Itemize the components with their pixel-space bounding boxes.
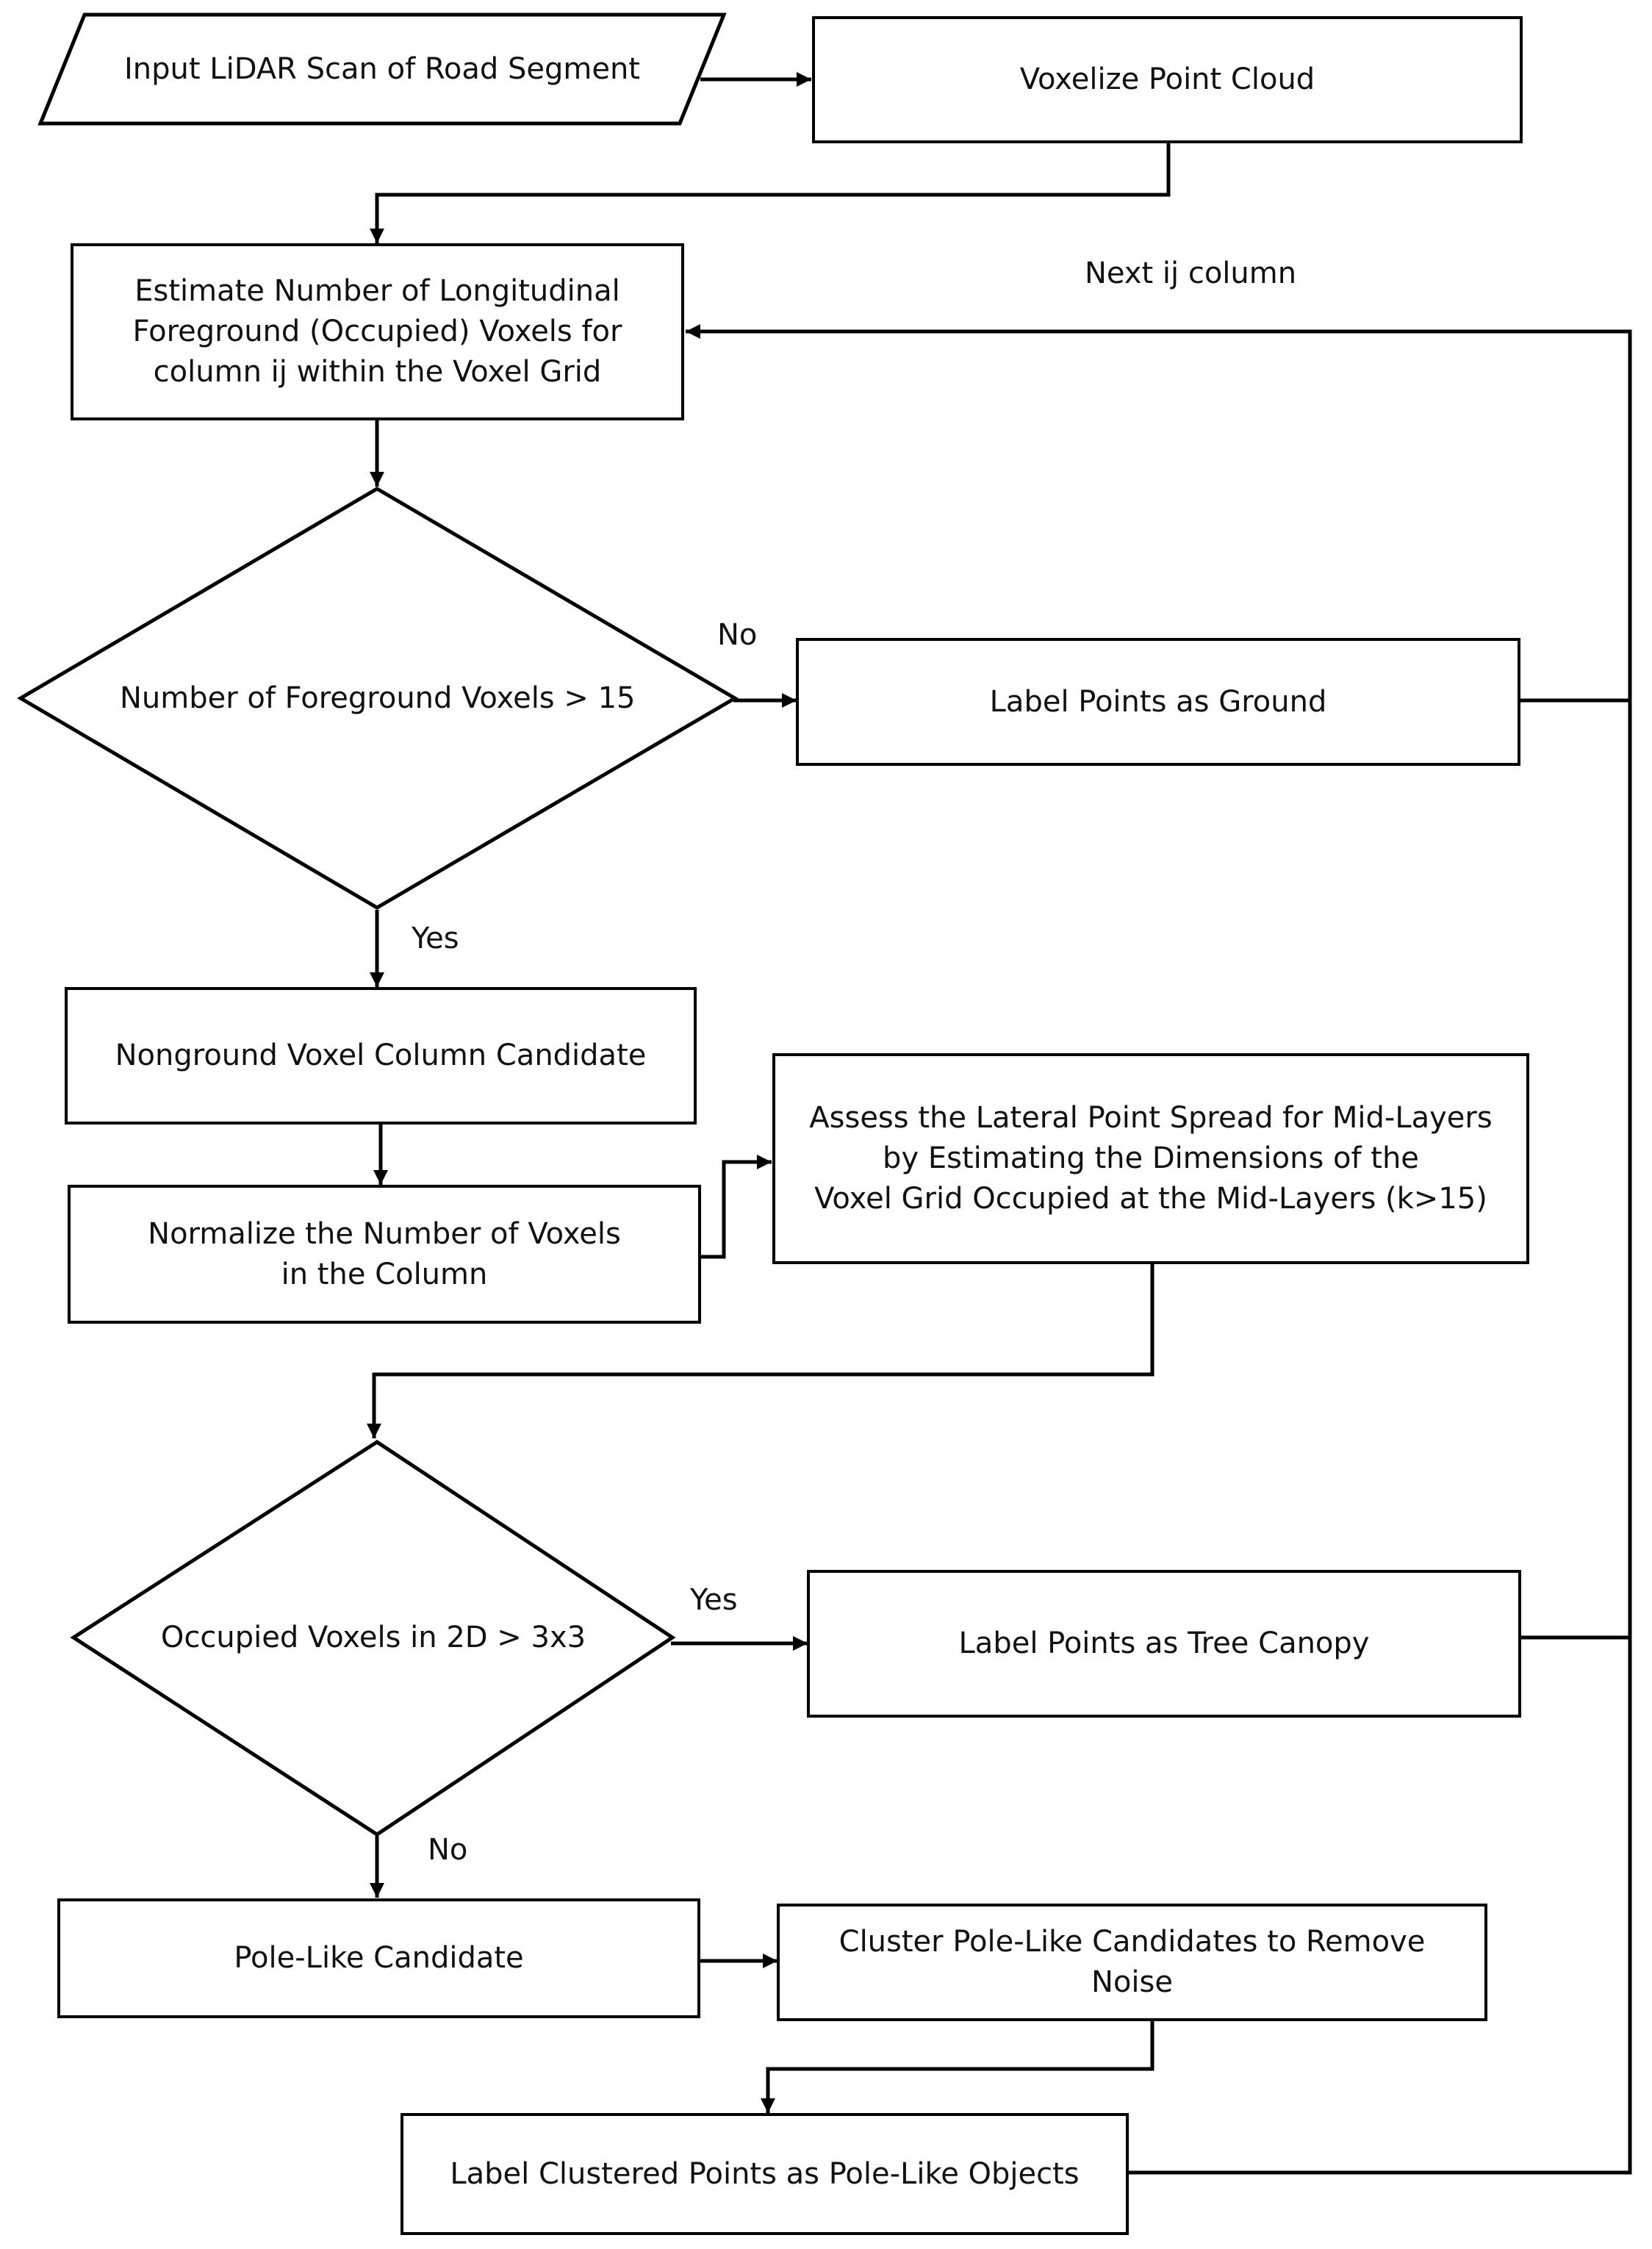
decision-occupied-label: Occupied Voxels in 2D > 3x3: [160, 1621, 586, 1654]
estimate-box: Estimate Number of Longitudinal Foregrou…: [71, 243, 684, 420]
arrow-voxelize-to-estimate: [370, 142, 1171, 243]
canopy-box: Label Points as Tree Canopy: [807, 1570, 1521, 1718]
arrow-normalize-to-assess: [700, 1155, 772, 1259]
ground-box: Label Points as Ground: [796, 638, 1520, 766]
voxelize-box: Voxelize Point Cloud: [812, 16, 1523, 143]
assess-box: Assess the Lateral Point Spread for Mid-…: [772, 1053, 1529, 1264]
arrow-cluster-to-labelpole: [761, 2019, 1154, 2113]
label-pole-box: Label Clustered Points as Pole-Like Obje…: [401, 2113, 1129, 2235]
normalize-box: Normalize the Number of Voxels in the Co…: [68, 1185, 701, 1324]
edge-label-decision2-no: No: [428, 1833, 468, 1867]
edge-label-decision1-yes: Yes: [412, 922, 459, 955]
decision-diamond-occupied: [70, 1440, 676, 1837]
edge-label-decision1-no: No: [717, 618, 758, 652]
arrow-assess-to-decision2: [367, 1264, 1154, 1438]
input-label: Input LiDAR Scan of Road Segment: [124, 52, 640, 86]
input-parallelogram: [37, 12, 727, 126]
pole-candidate-box: Pole-Like Candidate: [57, 1898, 700, 2018]
decision-diamond-foreground: [17, 487, 739, 910]
cluster-box: Cluster Pole-Like Candidates to Remove N…: [777, 1904, 1487, 2021]
edge-label-decision2-yes: Yes: [690, 1583, 738, 1617]
decision-foreground-label: Number of Foreground Voxels > 15: [120, 681, 636, 715]
edge-label-next-column: Next ij column: [1085, 257, 1297, 290]
nonground-box: Nonground Voxel Column Candidate: [65, 987, 697, 1124]
arrow-loop-next-column: [686, 324, 1632, 2175]
